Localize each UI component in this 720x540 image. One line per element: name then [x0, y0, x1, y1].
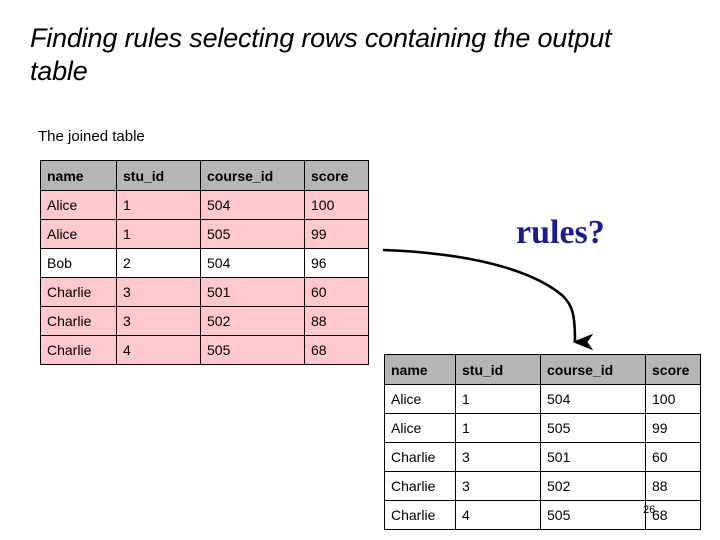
rules-annotation-label: rules? [516, 214, 605, 251]
cell-score: 100 [645, 384, 701, 414]
cell-score: 99 [304, 219, 369, 249]
column-header-score: score [645, 354, 701, 385]
cell-score: 68 [304, 335, 369, 365]
cell-stu-id: 1 [116, 219, 201, 249]
joined-table-caption: The joined table [38, 128, 145, 145]
table-header-row: name stu_id course_id score [384, 354, 701, 385]
cell-course-id: 504 [200, 248, 305, 278]
cell-score: 68 [645, 500, 701, 530]
cell-score: 99 [645, 413, 701, 443]
cell-score: 60 [304, 277, 369, 307]
column-header-name: name [384, 354, 456, 385]
cell-course-id: 501 [540, 442, 646, 472]
cell-stu-id: 1 [116, 190, 201, 220]
cell-name: Charlie [40, 277, 117, 307]
cell-stu-id: 3 [116, 277, 201, 307]
cell-score: 96 [304, 248, 369, 278]
table-row: Charlie 3 502 88 [384, 471, 701, 501]
cell-stu-id: 2 [116, 248, 201, 278]
cell-score: 88 [645, 471, 701, 501]
curved-arrow-icon [382, 248, 594, 351]
cell-stu-id: 4 [455, 500, 541, 530]
column-header-stu-id: stu_id [455, 354, 541, 385]
table-row: Charlie 3 501 60 [384, 442, 701, 472]
cell-name: Charlie [384, 471, 456, 501]
cell-stu-id: 3 [116, 306, 201, 336]
table-row: Charlie 3 501 60 [40, 277, 369, 307]
cell-name: Charlie [40, 306, 117, 336]
table-header-row: name stu_id course_id score [40, 160, 369, 191]
cell-course-id: 501 [200, 277, 305, 307]
column-header-stu-id: stu_id [116, 160, 201, 191]
cell-course-id: 505 [200, 219, 305, 249]
table-row: Alice 1 505 99 [40, 219, 369, 249]
cell-name: Alice [40, 190, 117, 220]
cell-course-id: 505 [200, 335, 305, 365]
cell-course-id: 502 [200, 306, 305, 336]
cell-name: Alice [384, 413, 456, 443]
cell-stu-id: 3 [455, 471, 541, 501]
table-row: Alice 1 504 100 [384, 384, 701, 414]
joined-table: name stu_id course_id score Alice 1 504 … [40, 160, 369, 365]
cell-course-id: 504 [200, 190, 305, 220]
cell-score: 88 [304, 306, 369, 336]
table-row: Charlie 4 505 68 [384, 500, 701, 530]
cell-stu-id: 1 [455, 413, 541, 443]
table-row: Charlie 3 502 88 [40, 306, 369, 336]
table-row: Alice 1 505 99 [384, 413, 701, 443]
cell-score: 60 [645, 442, 701, 472]
cell-stu-id: 4 [116, 335, 201, 365]
output-table: name stu_id course_id score Alice 1 504 … [384, 354, 701, 530]
cell-name: Charlie [40, 335, 117, 365]
page-number: 26 [643, 504, 656, 516]
table-row: Charlie 4 505 68 [40, 335, 369, 365]
cell-course-id: 505 [540, 500, 646, 530]
table-row: Bob 2 504 96 [40, 248, 369, 278]
cell-name: Charlie [384, 442, 456, 472]
cell-name: Charlie [384, 500, 456, 530]
column-header-course-id: course_id [540, 354, 646, 385]
cell-course-id: 502 [540, 471, 646, 501]
cell-course-id: 505 [540, 413, 646, 443]
cell-course-id: 504 [540, 384, 646, 414]
cell-stu-id: 3 [455, 442, 541, 472]
column-header-name: name [40, 160, 117, 191]
cell-score: 100 [304, 190, 369, 220]
cell-name: Alice [40, 219, 117, 249]
cell-name: Bob [40, 248, 117, 278]
cell-name: Alice [384, 384, 456, 414]
table-row: Alice 1 504 100 [40, 190, 369, 220]
cell-stu-id: 1 [455, 384, 541, 414]
column-header-score: score [304, 160, 369, 191]
column-header-course-id: course_id [200, 160, 305, 191]
page-title: Finding rules selecting rows containing … [30, 23, 612, 86]
